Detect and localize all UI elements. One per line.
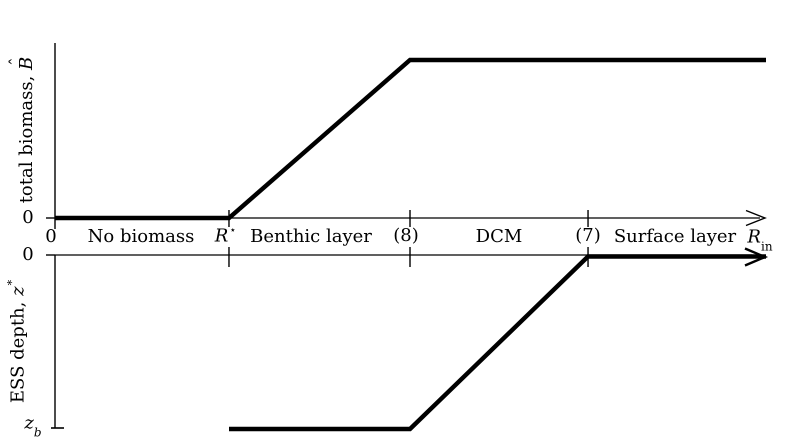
bottom-y-zb-label: zb xyxy=(24,412,42,440)
region-label-surface: Surface layer xyxy=(613,226,737,248)
total-biomass-curve xyxy=(55,57,766,221)
tick-label-eq7: (7) xyxy=(575,225,601,247)
region-label-benthic: Benthic layer xyxy=(250,226,372,248)
x-end-label-rin: Rin xyxy=(747,226,773,254)
tick-label-r-star: R⋆ xyxy=(214,223,237,247)
bottom-y-axis-label-text: ESS depth, xyxy=(7,295,29,404)
ess-depth-curve xyxy=(229,254,766,432)
region-label-dcm: DCM xyxy=(475,226,523,248)
bottom-y-zero-label: 0 xyxy=(22,244,34,266)
region-label-no-biomass: No biomass xyxy=(87,226,195,248)
top-y-axis-label-text: total biomass, xyxy=(16,69,38,204)
bottom-y-axis-label: ESS depth, z* xyxy=(5,279,29,404)
tick-label-eq8: (8) xyxy=(393,225,419,247)
top-x-axis-arrowhead-icon xyxy=(745,209,767,227)
z-star-symbol: z* xyxy=(5,279,29,296)
x-origin-label: 0 xyxy=(45,226,57,248)
data-curves-group xyxy=(55,57,766,432)
top-y-zero-label: 0 xyxy=(22,207,34,229)
